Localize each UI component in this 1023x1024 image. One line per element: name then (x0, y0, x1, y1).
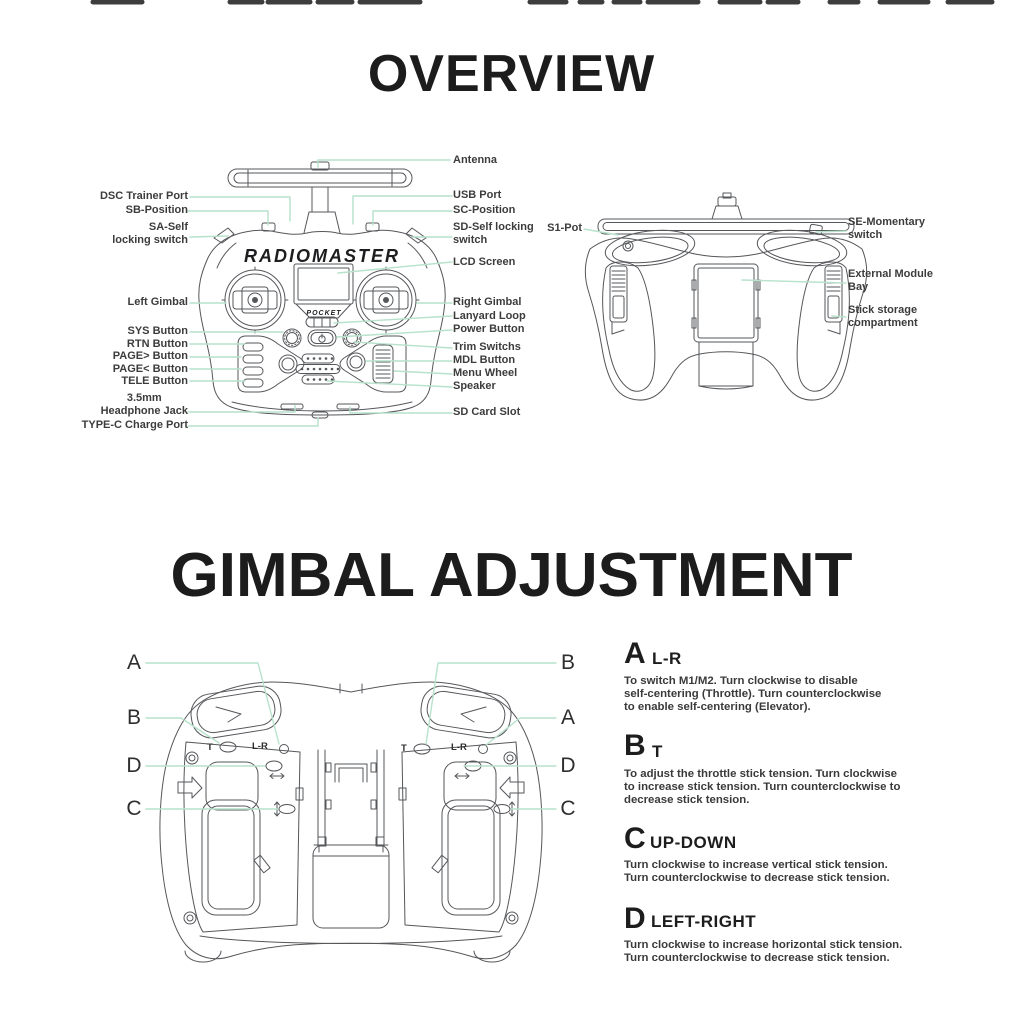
callout-right-d: D (560, 754, 576, 777)
section-d-letter: D (624, 902, 646, 935)
module-bay-drawing (691, 263, 761, 390)
section-d-body: Turn clockwise to increase horizontal st… (624, 939, 903, 965)
back-left-scoop (604, 229, 696, 267)
sd-switch-drawing (405, 227, 427, 244)
label-external-module-bay: External Module Bay (848, 268, 933, 293)
inner-label-lr-left: L-R (252, 741, 268, 752)
gimbal-opening-right (420, 685, 512, 739)
label-mdl-button: MDL Button (453, 354, 516, 366)
callout-left-d: D (126, 754, 142, 777)
label-se-momentary-switch: SE-Momentary switch (848, 216, 926, 241)
label-typec-charge-port: TYPE-C Charge Port (81, 419, 188, 431)
label-sb-position: SB-Position (125, 204, 188, 216)
label-left-gimbal: Left Gimbal (127, 296, 188, 308)
label-sa-self-locking-switch: SA-Self locking switch (112, 221, 188, 246)
overview-title: OVERVIEW (367, 45, 656, 103)
label-page-prev-button: PAGE< Button (112, 363, 188, 375)
section-b-sub: T (652, 742, 663, 761)
callout-left-c: C (126, 797, 142, 820)
lanyard-loop-drawing (305, 316, 339, 328)
label-trim-switchs: Trim Switchs (453, 341, 521, 353)
left-right-arrow-icon (454, 773, 470, 779)
back-view-drawing (584, 192, 868, 401)
trim-switch-right-drawing (342, 328, 362, 348)
se-switch-drawing (809, 223, 823, 236)
inner-label-lr-right: L-R (451, 742, 467, 753)
callout-right-a: A (560, 706, 575, 729)
back-right-scoop (756, 229, 848, 267)
trim-switch-left-drawing (282, 328, 302, 348)
label-sd-card-slot: SD Card Slot (453, 406, 521, 418)
model-logo: POCKET (306, 310, 341, 317)
label-dsc-trainer-port: DSC Trainer Port (99, 190, 188, 202)
section-a-sub: L-R (652, 649, 682, 668)
label-headphone-jack: 3.5mm Headphone Jack (100, 392, 188, 417)
speaker-drawing (295, 353, 341, 385)
leader-lines (145, 159, 847, 810)
section-c-sub: UP-DOWN (650, 833, 737, 852)
label-speaker: Speaker (453, 380, 496, 392)
label-lcd-screen: LCD Screen (453, 256, 516, 268)
screws (183, 751, 519, 925)
gimbal-adjustment-title: GIMBAL ADJUSTMENT (170, 541, 853, 610)
power-button-drawing (307, 329, 337, 347)
section-d-sub: LEFT-RIGHT (651, 912, 757, 931)
section-b-body: To adjust the throttle stick tension. Tu… (624, 768, 901, 807)
callout-left-a: A (126, 651, 141, 674)
label-lanyard-loop: Lanyard Loop (453, 310, 526, 322)
menu-wheel-drawing (372, 344, 394, 384)
arrow-left-icon (499, 776, 525, 799)
label-sc-position: SC-Position (453, 204, 516, 216)
antenna-drawing (227, 161, 413, 234)
inner-label-t-left: T (207, 742, 213, 753)
right-gimbal-drawing (352, 266, 420, 334)
brand-logo: RADIOMASTER (244, 246, 400, 266)
callout-left-b: B (126, 706, 141, 729)
label-sd-self-locking-switch: SD-Self locking switch (453, 221, 534, 246)
section-c-letter: C (624, 822, 646, 855)
gimbal-diagram-drawing (159, 681, 543, 963)
section-a-body: To switch M1/M2. Turn clockwise to disab… (624, 675, 882, 714)
label-stick-storage-compartment: Stick storage compartment (848, 304, 918, 329)
center-bay-drawing (312, 683, 390, 929)
label-right-gimbal: Right Gimbal (453, 296, 522, 308)
callout-right-b: B (560, 651, 575, 674)
label-s1-pot: S1-Pot (547, 222, 582, 234)
arrow-right-icon (177, 776, 203, 799)
headphone-jack-drawing (280, 403, 304, 410)
back-antenna-drawing (597, 192, 855, 235)
section-b-letter: B (624, 729, 646, 762)
stick-holder-left-drawing (609, 265, 628, 335)
section-a-letter: A (624, 637, 646, 670)
s1-pot-drawing (622, 240, 634, 252)
left-right-arrow-icon (269, 773, 285, 779)
lcd-drawing (293, 263, 354, 319)
label-sys-button: SYS Button (127, 325, 189, 337)
label-usb-port: USB Port (453, 189, 502, 201)
label-power-button: Power Button (453, 323, 525, 335)
label-rtn-button: RTN Button (126, 338, 188, 350)
label-tele-button: TELE Button (121, 375, 188, 387)
left-gimbal-drawing (221, 266, 289, 334)
inner-label-t-right: T (401, 743, 407, 754)
sa-switch-drawing (213, 227, 235, 244)
callout-right-c: C (560, 797, 576, 820)
section-c-body: Turn clockwise to increase vertical stic… (624, 859, 890, 885)
label-page-next-button: PAGE> Button (112, 350, 188, 362)
typec-port-drawing (311, 411, 329, 419)
left-button-plate-drawing (237, 335, 305, 393)
sd-card-slot-drawing (336, 403, 360, 410)
label-antenna: Antenna (453, 154, 497, 166)
adjustment-holes (219, 741, 511, 814)
front-view-drawing: RADIOMASTER POCKET (198, 161, 446, 419)
stick-holder-right-drawing (824, 265, 843, 335)
label-menu-wheel: Menu Wheel (453, 367, 518, 379)
gimbal-opening-left (190, 685, 282, 739)
